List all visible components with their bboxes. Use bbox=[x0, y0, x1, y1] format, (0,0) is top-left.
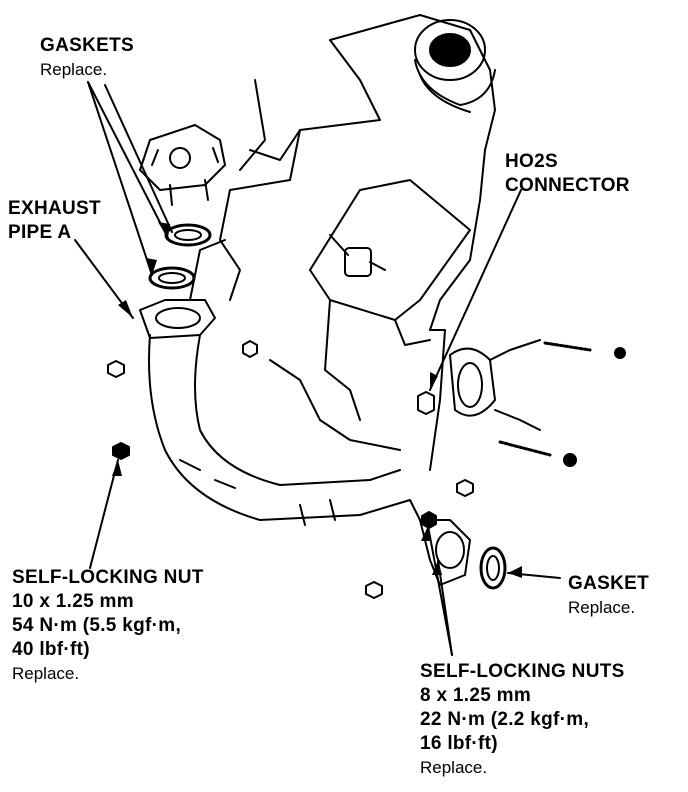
nut-torque2: 40 lbf·ft) bbox=[12, 639, 90, 660]
nut-torque: 54 N·m (5.5 kgf·m, bbox=[12, 615, 182, 636]
nuts bbox=[107, 340, 474, 599]
side-flange bbox=[449, 339, 626, 467]
self-locking-nuts-label: SELF-LOCKING NUTS 8 x 1.25 mm 22 N·m (2.… bbox=[420, 660, 625, 780]
nut-title: SELF-LOCKING NUT bbox=[12, 567, 204, 588]
lower-flange bbox=[419, 519, 507, 590]
nuts-title: SELF-LOCKING NUTS bbox=[420, 661, 625, 682]
gaskets-note: Replace. bbox=[40, 60, 108, 79]
upper-gaskets bbox=[148, 223, 212, 290]
exhaust-pipe-line2: PIPE A bbox=[8, 222, 72, 243]
gaskets-label: GASKETS Replace. bbox=[40, 34, 134, 82]
arrowheads bbox=[112, 222, 522, 578]
nuts-note: Replace. bbox=[420, 758, 488, 777]
ho2s-line1: HO2S bbox=[505, 151, 558, 172]
ho2s-line2: CONNECTOR bbox=[505, 175, 630, 196]
sensor-connector bbox=[329, 234, 386, 277]
exhaust-pipe-a bbox=[139, 299, 421, 526]
catalytic-converter bbox=[414, 19, 496, 113]
nut-size: 10 x 1.25 mm bbox=[12, 591, 134, 612]
gasket-label: GASKET Replace. bbox=[568, 572, 649, 620]
nuts-size: 8 x 1.25 mm bbox=[420, 685, 532, 706]
exhaust-pipe-label: EXHAUST PIPE A bbox=[8, 197, 101, 245]
nuts-torque2: 16 lbf·ft) bbox=[420, 733, 498, 754]
gaskets-title: GASKETS bbox=[40, 35, 134, 56]
gasket-note: Replace. bbox=[568, 598, 636, 617]
ho2s-connector-label: HO2S CONNECTOR bbox=[505, 150, 630, 198]
engine-block bbox=[189, 14, 496, 471]
exhaust-pipe-line1: EXHAUST bbox=[8, 198, 101, 219]
manifold-flange bbox=[139, 124, 226, 206]
self-locking-nut-label: SELF-LOCKING NUT 10 x 1.25 mm 54 N·m (5.… bbox=[12, 566, 204, 686]
gasket-title: GASKET bbox=[568, 573, 649, 594]
nut-note: Replace. bbox=[12, 664, 80, 683]
nuts-torque: 22 N·m (2.2 kgf·m, bbox=[420, 709, 590, 730]
